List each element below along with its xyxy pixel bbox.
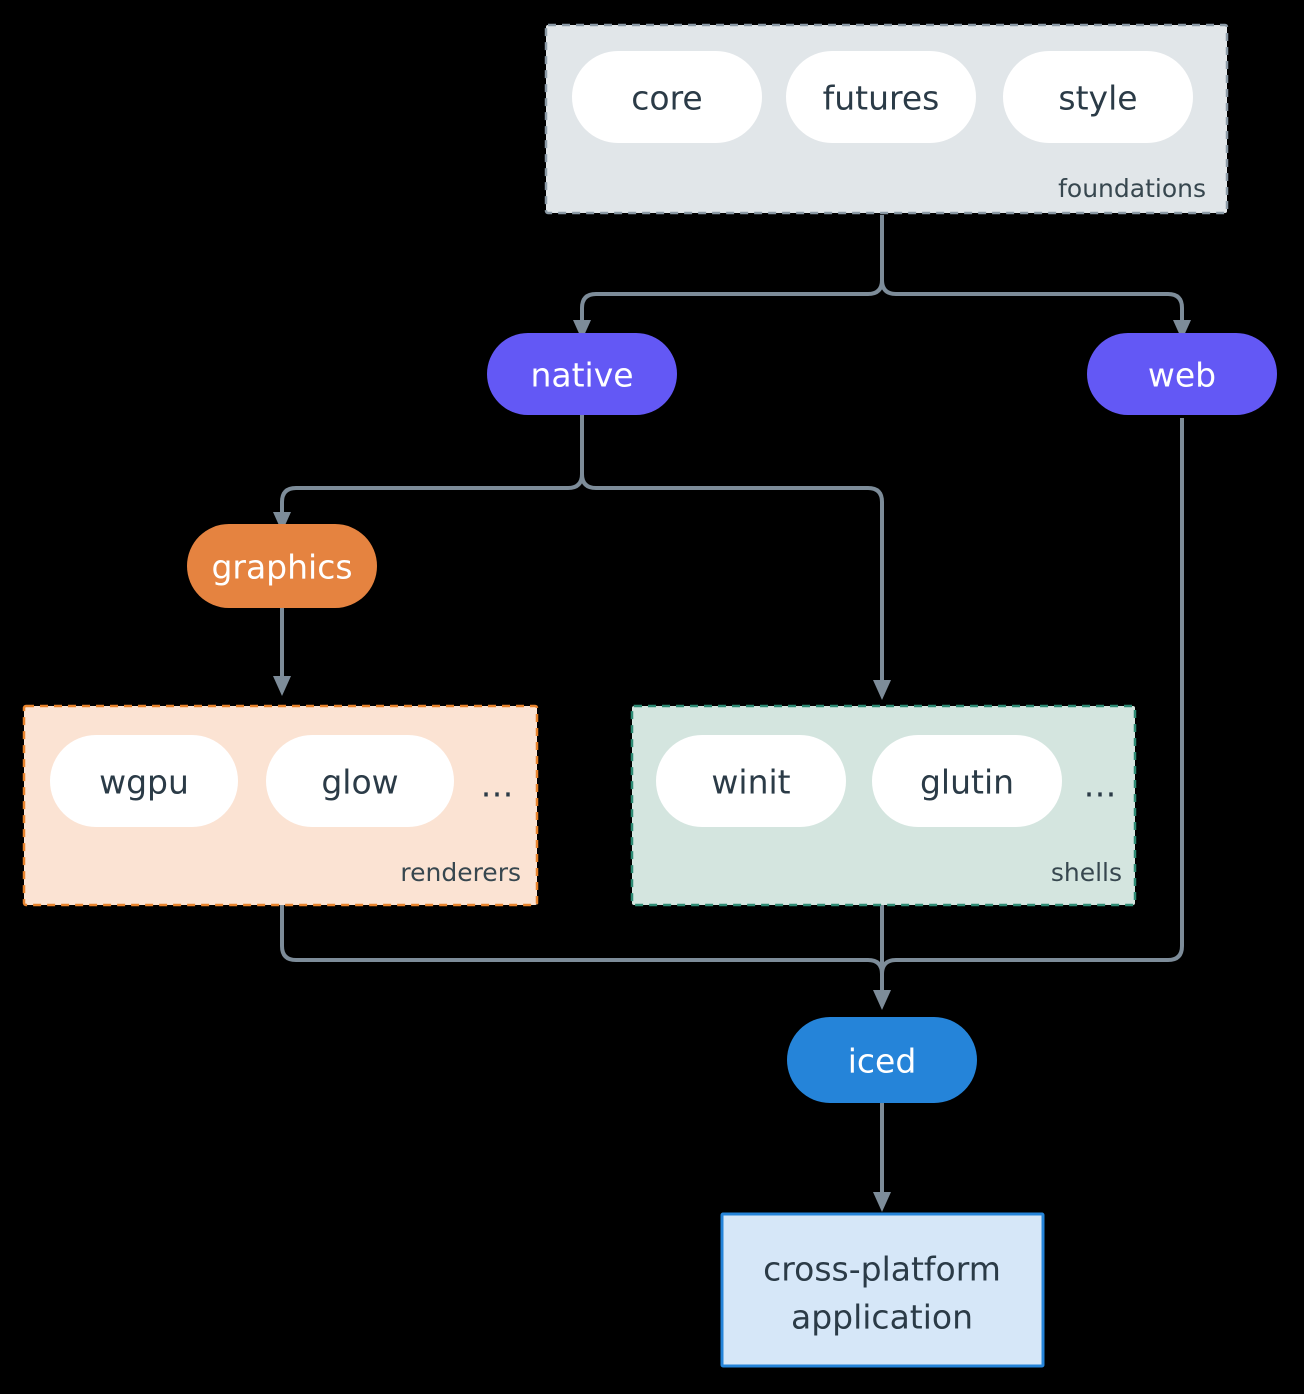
node-futures[interactable]	[786, 51, 976, 143]
node-graphics[interactable]	[187, 524, 377, 608]
node-style-label: style	[1058, 79, 1137, 118]
shells-group-label: shells	[1051, 858, 1122, 887]
node-iced[interactable]	[787, 1017, 977, 1103]
node-native[interactable]	[487, 333, 677, 415]
arrowhead-graphics	[273, 512, 291, 532]
node-application[interactable]	[720, 1212, 1045, 1368]
arrowhead-iced	[873, 990, 891, 1010]
group-foundations: core futures style foundations	[544, 23, 1229, 215]
group-shells: winit glutin … shells	[630, 704, 1137, 907]
node-web-label: web	[1148, 356, 1216, 395]
shells-more-label: …	[1084, 766, 1117, 805]
node-wgpu-label: wgpu	[99, 763, 189, 802]
node-glow-label: glow	[321, 763, 398, 802]
edge-foundations-to-web	[880, 279, 1184, 328]
node-iced-group[interactable]: iced	[787, 1017, 977, 1103]
arrowhead-renderers	[273, 676, 291, 696]
node-style[interactable]	[1003, 51, 1193, 143]
group-renderers: wgpu glow … renderers	[22, 704, 539, 907]
node-native-group[interactable]: native	[487, 333, 677, 415]
node-graphics-group[interactable]: graphics	[187, 524, 377, 608]
renderers-more-label: …	[481, 766, 514, 805]
node-web-group[interactable]: web	[1087, 333, 1277, 415]
foundations-group-label: foundations	[1058, 174, 1206, 203]
node-iced-label: iced	[848, 1042, 917, 1081]
edge-native-to-shells	[580, 473, 884, 688]
node-futures-label: futures	[823, 79, 940, 118]
arrowhead-native	[573, 320, 591, 340]
node-core-label: core	[631, 79, 702, 118]
node-winit-label: winit	[711, 763, 790, 802]
node-native-label: native	[530, 356, 633, 395]
node-glow[interactable]	[266, 735, 454, 827]
node-glutin[interactable]	[872, 735, 1062, 827]
node-winit[interactable]	[656, 735, 846, 827]
edge-native-split-left	[280, 415, 584, 520]
node-graphics-label: graphics	[211, 548, 352, 587]
edge-layer	[273, 215, 1191, 1212]
edge-renderers-to-iced	[280, 905, 884, 996]
node-wgpu[interactable]	[50, 735, 238, 827]
node-core[interactable]	[572, 51, 762, 143]
node-application-group[interactable]: cross-platform application	[720, 1212, 1045, 1368]
node-application-label-line2: application	[791, 1298, 973, 1337]
node-glutin-label: glutin	[920, 763, 1014, 802]
edge-foundations-split	[580, 215, 884, 328]
arrowhead-shells	[873, 680, 891, 700]
node-application-label-line1: cross-platform	[763, 1250, 1001, 1289]
renderers-group-label: renderers	[400, 858, 521, 887]
edge-web-to-iced	[880, 418, 1184, 996]
node-web[interactable]	[1087, 333, 1277, 415]
arrowhead-application	[873, 1192, 891, 1212]
arrowhead-web	[1173, 320, 1191, 340]
